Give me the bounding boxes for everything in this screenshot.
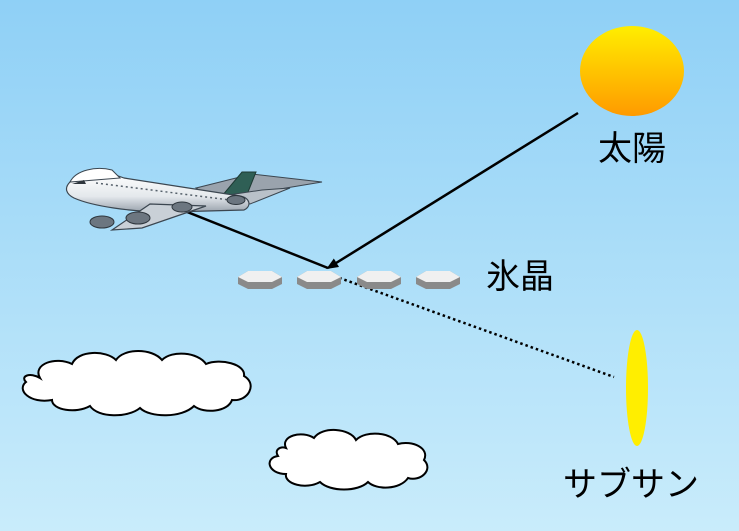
ice-crystal-icon (238, 271, 282, 289)
cloud-icon (268, 429, 429, 491)
sun-ray-line (326, 111, 579, 270)
ice-crystal-icon (297, 271, 341, 289)
subsun-label: サブサン (563, 465, 699, 505)
ice-crystal-row (238, 271, 460, 289)
ice-crystal-label: 氷晶 (486, 257, 554, 297)
ice-crystal-icon (357, 271, 401, 289)
sun-icon (580, 26, 684, 116)
airplane-icon (65, 168, 323, 231)
cloud-icon (21, 350, 252, 417)
subsun-icon (626, 330, 648, 446)
sun-label: 太陽 (598, 129, 666, 169)
ice-crystal-icon (416, 271, 460, 289)
subsun-sightline (333, 274, 615, 379)
